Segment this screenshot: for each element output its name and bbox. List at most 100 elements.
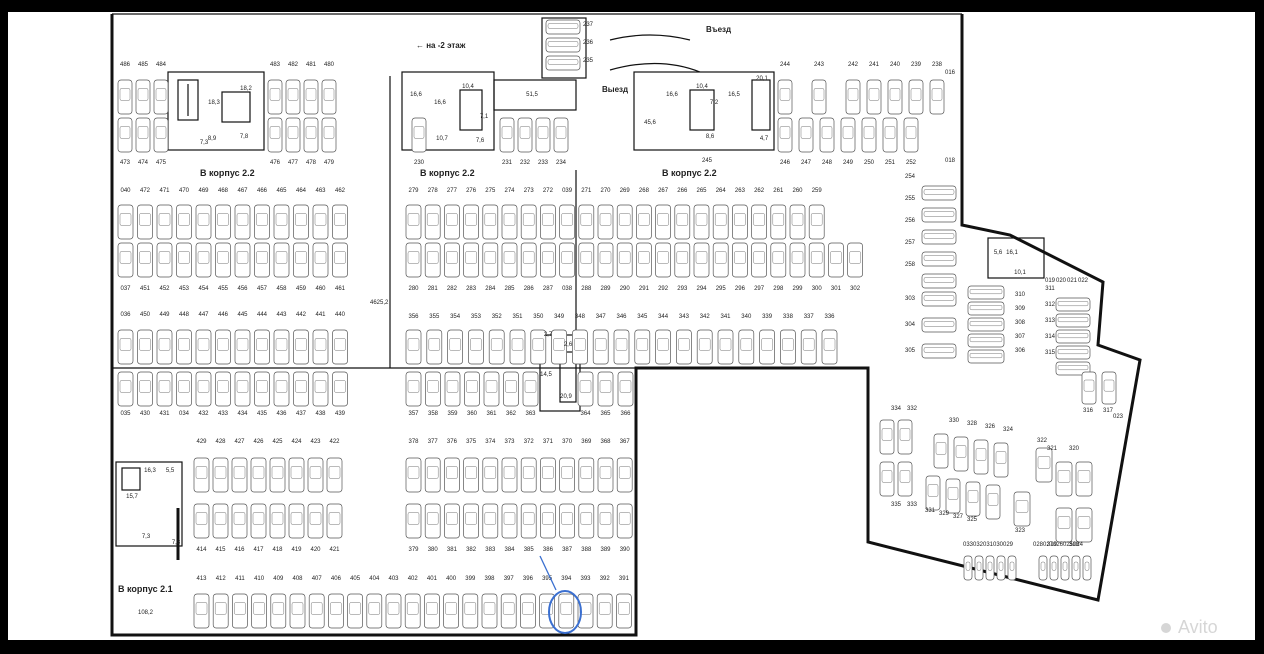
parking-spot-383 [482, 503, 499, 539]
parking-spot-454 [195, 242, 212, 278]
parking-spot-427 [231, 457, 248, 493]
parking-spot-265 [693, 204, 710, 240]
parking-spot-382 [463, 503, 479, 539]
room-area: 20,1 [756, 76, 768, 82]
parking-spot-324 [993, 442, 1009, 478]
spot-number-336: 336 [824, 314, 835, 320]
spot-number-303: 303 [905, 296, 916, 302]
parking-spot-414 [193, 503, 210, 539]
spot-number-432: 432 [198, 411, 209, 417]
room-area: 45,6 [644, 120, 656, 126]
parking-spot-255 [921, 207, 957, 223]
parking-spot-436 [273, 371, 290, 407]
parking-spot-461 [332, 242, 348, 278]
spot-number-439: 439 [335, 411, 346, 417]
parking-spot-286 [520, 242, 537, 278]
parking-spot-252 [903, 117, 919, 153]
parking-spot-430 [137, 371, 153, 407]
spot-number-452: 452 [159, 286, 170, 292]
parking-spot-349 [551, 329, 567, 365]
parking-spot-485 [135, 79, 151, 115]
spot-number-451: 451 [140, 286, 151, 292]
spot-number-287: 287 [543, 286, 554, 292]
room-area: 18,2 [240, 86, 252, 92]
spot-number-309: 309 [1015, 306, 1026, 312]
parking-spot-028 [1038, 555, 1048, 581]
highlight-pointer [539, 555, 557, 591]
spot-number-231: 231 [502, 160, 513, 166]
parking-spot-237 [545, 19, 581, 35]
parking-spot-464 [293, 204, 309, 240]
parking-spot-272 [540, 204, 556, 240]
parking-spot-479 [321, 117, 337, 153]
parking-spot-471 [156, 204, 173, 240]
spot-number-255: 255 [905, 196, 916, 202]
spot-number-343: 343 [679, 314, 690, 320]
spot-number-443: 443 [276, 312, 287, 318]
spot-number-243: 243 [814, 62, 825, 68]
spot-number-419: 419 [291, 547, 302, 553]
spot-number-484: 484 [156, 62, 167, 68]
spot-number-429: 429 [196, 439, 207, 445]
spot-number-444: 444 [257, 312, 268, 318]
parking-spot-266 [674, 204, 691, 240]
spot-number-442: 442 [296, 312, 307, 318]
spot-number-320: 320 [1069, 446, 1080, 452]
spot-number-328: 328 [967, 421, 978, 427]
parking-spot-457 [254, 242, 270, 278]
exit-label: Выезд [602, 85, 628, 94]
parking-spot-476 [267, 117, 283, 153]
parking-spot-234 [553, 117, 569, 153]
spot-number-362: 362 [506, 411, 517, 417]
parking-spot-458 [273, 242, 290, 278]
parking-spot-309 [967, 301, 1005, 316]
spot-number-275: 275 [485, 188, 496, 194]
spot-number-337: 337 [804, 314, 815, 320]
parking-spot-031 [985, 555, 995, 581]
parking-spot-393 [577, 593, 594, 629]
spot-number-359: 359 [447, 411, 458, 417]
spot-number-460: 460 [315, 286, 326, 292]
spot-number-381: 381 [447, 547, 458, 553]
parking-spot-421 [326, 503, 343, 539]
parking-spot-292 [655, 242, 671, 278]
spot-number-360: 360 [467, 411, 478, 417]
spot-number-393: 393 [580, 576, 591, 582]
spot-number-245: 245 [702, 158, 713, 164]
parking-spot-302 [847, 242, 863, 278]
room-area: 8,6 [706, 134, 715, 140]
spot-number-241: 241 [869, 62, 880, 68]
parking-spot-387 [559, 503, 575, 539]
spot-number-365: 365 [600, 411, 611, 417]
room-area: 5,6 [994, 250, 1003, 256]
parking-spot-369 [578, 457, 595, 493]
spot-number-300: 300 [812, 286, 823, 292]
spot-number-413: 413 [196, 576, 207, 582]
parking-spot-429 [193, 457, 210, 493]
parking-spot-312 [1055, 313, 1091, 328]
spot-number-354: 354 [450, 314, 461, 320]
spot-number-353: 353 [471, 314, 482, 320]
parking-spot-465 [273, 204, 290, 240]
spot-number-036: 036 [120, 312, 131, 318]
parking-spot-335 [879, 461, 895, 497]
parking-spot-468 [215, 204, 231, 240]
spot-number-269: 269 [620, 188, 631, 194]
spot-number-293: 293 [677, 286, 688, 292]
parking-spot-417 [250, 503, 267, 539]
spot-number-291: 291 [639, 286, 650, 292]
room-area: 10,4 [462, 84, 474, 90]
exit-arrow [609, 62, 701, 73]
spot-number-392: 392 [600, 576, 611, 582]
parking-spot-326 [973, 439, 989, 475]
parking-spot-348 [572, 329, 588, 365]
spot-number-434: 434 [237, 411, 248, 417]
spot-number-445: 445 [237, 312, 248, 318]
spot-number-288: 288 [581, 286, 592, 292]
room-area: 20,9 [560, 394, 572, 400]
parking-spot-238 [929, 79, 945, 115]
parking-spot-391 [616, 593, 632, 629]
parking-spot-339 [759, 329, 775, 365]
spot-number-033: 033 [963, 542, 974, 548]
spot-number-411: 411 [235, 576, 245, 582]
